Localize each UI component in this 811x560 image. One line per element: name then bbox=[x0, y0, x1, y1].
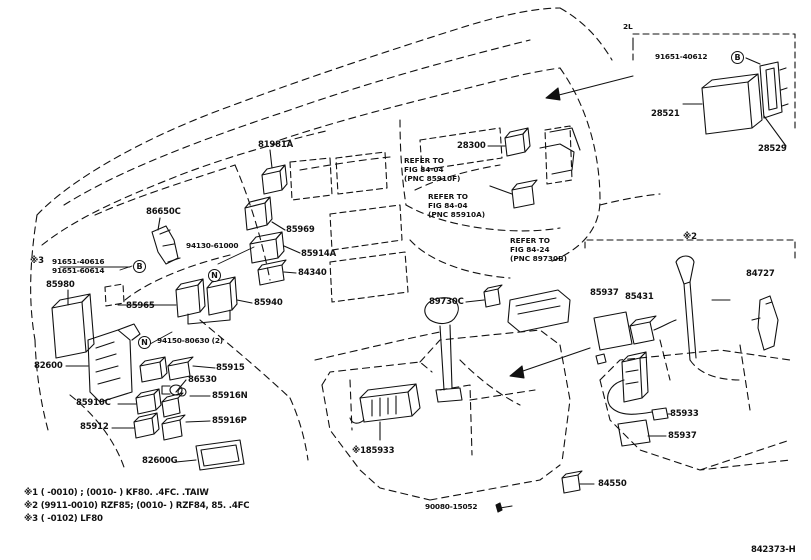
circle-callout-n-lower: N bbox=[138, 336, 151, 349]
part-label-91651-60614: 91651-60614 bbox=[52, 266, 105, 275]
part-label-85980: 85980 bbox=[46, 280, 75, 290]
part-label-85916p: 85916P bbox=[212, 416, 247, 426]
part-label-28300: 28300 bbox=[457, 141, 486, 151]
part-label-85914a: 85914A bbox=[301, 249, 336, 259]
part-label-85937-upper: 85937 bbox=[590, 288, 619, 298]
reference-note-85910a: REFER TO FIG 84-04 (PNC 85910A) bbox=[428, 192, 485, 219]
relay-85915 bbox=[139, 356, 216, 383]
reference-line: REFER TO bbox=[510, 236, 550, 245]
reference-line: (PNC 85910F) bbox=[404, 174, 461, 183]
dashboard-outline bbox=[30, 7, 661, 471]
reference-line: FIG 84-04 bbox=[404, 165, 444, 174]
part-label-85933-left: ※185933 bbox=[352, 446, 395, 456]
part-label-28529: 28529 bbox=[758, 144, 787, 154]
part-label-86530: 86530 bbox=[188, 375, 217, 385]
part-label-28521: 28521 bbox=[651, 109, 680, 119]
part-label-84550: 84550 bbox=[598, 479, 627, 489]
note-marker-3: ※3 bbox=[30, 256, 44, 266]
connector-89730c bbox=[465, 284, 571, 333]
relay-85969 bbox=[244, 196, 286, 231]
part-label-82600g: 82600G bbox=[142, 456, 178, 466]
relay-85916n bbox=[161, 387, 211, 418]
part-label-85910c: 85910C bbox=[76, 398, 111, 408]
relay-85965 bbox=[175, 278, 206, 318]
part-label-85969: 85969 bbox=[286, 225, 315, 235]
part-label-85916n: 85916N bbox=[212, 391, 248, 401]
relay-block-82600 bbox=[65, 323, 141, 403]
reference-line: REFER TO bbox=[404, 156, 444, 165]
circle-callout-n-upper: N bbox=[208, 269, 221, 282]
module-85980 bbox=[51, 289, 95, 359]
part-label-85965: 85965 bbox=[126, 301, 155, 311]
part-label-94150-80630: 94150-80630 (2) bbox=[157, 336, 223, 345]
reference-note-85910f: REFER TO FIG 84-04 (PNC 85910F) bbox=[404, 156, 460, 183]
bracket-86650c bbox=[151, 217, 181, 265]
reference-line: (PNC 89730B) bbox=[510, 254, 567, 263]
part-label-85940: 85940 bbox=[254, 298, 283, 308]
part-label-85933-right: 85933 bbox=[670, 409, 699, 419]
part-label-85431: 85431 bbox=[625, 292, 654, 302]
part-label-85915: 85915 bbox=[216, 363, 245, 373]
leader-lines bbox=[59, 246, 255, 345]
center-console bbox=[321, 329, 571, 501]
reference-line: FIG 84-04 bbox=[428, 201, 468, 210]
part-label-81981a: 81981A bbox=[258, 140, 293, 150]
footnote-2: ※2 (9911-0010) RZF85; (0010- ) RZF84, 85… bbox=[24, 501, 250, 511]
part-label-90080-15052: 90080-15052 bbox=[425, 502, 478, 511]
connector-84340 bbox=[257, 259, 297, 286]
relay-85914a bbox=[249, 231, 301, 264]
footnote-3: ※3 ( -0102) LF80 bbox=[24, 514, 103, 524]
part-label-82600: 82600 bbox=[34, 361, 63, 371]
console-group-2 bbox=[584, 239, 796, 471]
switch-85933-left bbox=[349, 383, 421, 441]
module-2l-group bbox=[545, 33, 796, 147]
reference-line: (PNC 85910A) bbox=[428, 210, 486, 219]
part-label-91651-40616: 91651-40616 bbox=[52, 257, 105, 266]
part-label-89730c: 89730C bbox=[429, 297, 464, 307]
relay-85910c bbox=[117, 388, 162, 415]
part-label-84340: 84340 bbox=[298, 268, 327, 278]
part-label-84727: 84727 bbox=[746, 269, 775, 279]
relay-85912 bbox=[111, 412, 160, 439]
group-label-2: ※2 bbox=[683, 232, 697, 242]
footnote-1: ※1 ( -0010) ; (0010- ) KF80. .4FC. .TAIW bbox=[24, 488, 209, 498]
pad-82600g bbox=[175, 439, 245, 471]
part-label-85937-lower: 85937 bbox=[668, 431, 697, 441]
relay-28300 bbox=[487, 127, 581, 209]
relay-81981a bbox=[261, 149, 288, 195]
relay-85916p bbox=[161, 414, 211, 441]
part-label-91651-40612: 91651-40612 bbox=[655, 52, 708, 61]
circle-callout-b: B bbox=[133, 260, 146, 273]
console-arrow bbox=[509, 347, 591, 379]
relay-85940 bbox=[187, 276, 253, 325]
shift-lever bbox=[424, 297, 463, 403]
variant-label-2l: 2L bbox=[623, 22, 633, 31]
reference-line: FIG 84-24 bbox=[510, 245, 550, 254]
part-label-94130-61000: 94130-61000 bbox=[186, 241, 239, 250]
reference-line: REFER TO bbox=[428, 192, 468, 201]
diagram-id: 842373-H bbox=[751, 545, 796, 555]
dash-panels bbox=[104, 125, 573, 307]
clip-84550 bbox=[561, 470, 595, 494]
part-label-85912: 85912 bbox=[80, 422, 109, 432]
circle-callout-b-2l: B bbox=[731, 51, 744, 64]
part-label-86650c: 86650C bbox=[146, 207, 181, 217]
screw-90080 bbox=[495, 502, 513, 513]
reference-note-89730b: REFER TO FIG 84-24 (PNC 89730B) bbox=[510, 236, 567, 263]
